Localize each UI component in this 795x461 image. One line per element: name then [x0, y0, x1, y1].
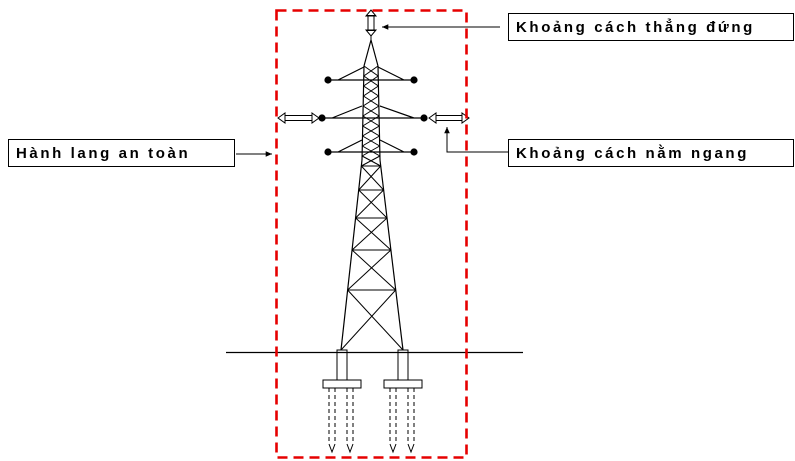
tower-cross-arms: [322, 66, 424, 153]
horizontal-clearance-arrow-left: [277, 112, 320, 124]
lattice-brace: [358, 189, 388, 219]
conductor-dot: [324, 76, 332, 84]
tower-peak: [363, 37, 379, 67]
conductor-dot: [410, 76, 418, 84]
safety-corridor-label: Hành lang an toàn: [16, 145, 190, 162]
right-pedestal: [397, 349, 409, 381]
lattice-brace: [355, 217, 392, 251]
transmission-tower: [322, 37, 424, 351]
conductor-dot: [318, 114, 326, 122]
vertical-clearance-label: Khoảng cách thẳng đứng: [516, 18, 755, 36]
lattice-brace: [347, 289, 404, 351]
tower-leg: [340, 159, 363, 351]
lattice-brace: [361, 145, 380, 157]
right-footing-cap: [383, 379, 423, 389]
tower-lattice-bracing: [340, 65, 404, 351]
vertical-clearance-label-box: Khoảng cách thẳng đứng: [508, 13, 794, 41]
safety-corridor-boundary: [275, 9, 468, 459]
lattice-brace: [360, 165, 384, 191]
conductor-dot: [324, 148, 332, 156]
middle-cross-arm: [322, 105, 424, 119]
tower-foundations: [322, 349, 423, 454]
top-cross-arm: [328, 66, 414, 81]
conductor-dot: [420, 114, 428, 122]
tower-leg: [377, 65, 381, 161]
lattice-brace: [362, 135, 380, 147]
lattice-brace: [340, 289, 397, 351]
lattice-brace: [351, 249, 397, 291]
lattice-brace: [362, 95, 379, 107]
lattice-brace: [362, 105, 380, 117]
conductor-points: [318, 76, 428, 156]
horizontal-clearance-label-box: Khoảng cách nằm ngang: [508, 139, 794, 167]
tower-legs: [340, 65, 404, 351]
horizontal-clearance-leader: [444, 127, 508, 153]
lattice-brace: [347, 249, 392, 291]
lattice-brace: [363, 85, 379, 97]
safety-corridor-label-box: Hành lang an toàn: [8, 139, 235, 167]
lattice-brace: [358, 165, 382, 191]
horizontal-clearance-label: Khoảng cách nằm ngang: [516, 144, 749, 162]
tower-leg: [379, 159, 404, 351]
conductor-dot: [410, 148, 418, 156]
lattice-brace: [363, 65, 379, 77]
left-pedestal: [336, 349, 348, 381]
vertical-clearance-arrow: [364, 9, 378, 40]
left-piles: [328, 388, 354, 444]
lattice-brace: [362, 125, 380, 137]
horizontal-clearance-arrow-right: [428, 112, 470, 124]
right-piles: [389, 388, 415, 444]
tower-leg: [361, 65, 365, 161]
lattice-brace: [363, 75, 379, 87]
lattice-brace: [361, 155, 381, 167]
lattice-brace: [351, 217, 388, 251]
bottom-cross-arm: [328, 139, 414, 153]
left-footing-cap: [322, 379, 362, 389]
lattice-brace: [355, 189, 384, 219]
